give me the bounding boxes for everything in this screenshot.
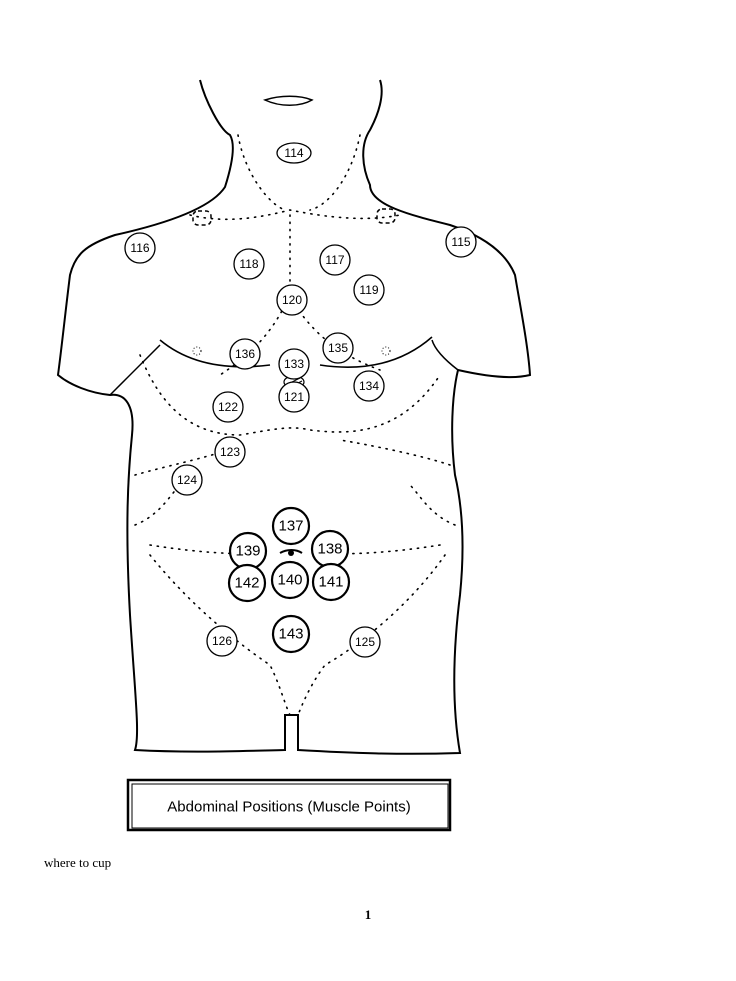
figure-caption: Abdominal Positions (Muscle Points): [167, 799, 410, 816]
point-label: 122: [218, 400, 238, 414]
point-label: 115: [451, 235, 470, 249]
point-circle: [229, 338, 261, 370]
chest-line-left: [159, 339, 271, 368]
muscle-point-115: 115: [445, 226, 477, 258]
muscle-point-117: 117: [319, 244, 351, 276]
arm-line-left: [109, 344, 161, 396]
abdominal-positions-figure: 114 115 116 117 118 119 120 121 122 123 124 125 126 1…: [40, 75, 548, 840]
muscle-point-138: 138: [310, 529, 350, 569]
muscle-point-122: 122: [212, 391, 244, 423]
point-label: 142: [234, 575, 259, 592]
point-label: 137: [278, 518, 303, 535]
body-text: where to cup: [44, 855, 112, 870]
point-circle: [271, 614, 311, 654]
muscle-point-123: 123: [214, 436, 246, 468]
point-circle: [278, 381, 310, 413]
point-label: 138: [317, 541, 342, 558]
point-label: 119: [359, 283, 378, 297]
shoulder-mark-left: [192, 210, 212, 226]
muscle-point-125: 125: [349, 626, 381, 658]
point-label: 135: [328, 341, 348, 355]
nipple-right: [381, 346, 391, 356]
point-circle: [214, 436, 246, 468]
point-label: 121: [284, 390, 304, 404]
point-circle: [233, 248, 265, 280]
point-circle: [353, 370, 385, 402]
muscle-point-116: 116: [124, 232, 156, 264]
point-circle: [206, 625, 238, 657]
point-label: 136: [235, 347, 255, 361]
point-circle: [276, 284, 308, 316]
point-label: 118: [239, 257, 258, 271]
muscle-point-118: 118: [233, 248, 265, 280]
point-label: 126: [212, 634, 232, 648]
point-circle: [311, 562, 351, 602]
point-label: 116: [130, 241, 149, 255]
navel: [279, 549, 303, 554]
point-label: 133: [284, 357, 304, 371]
muscle-point-139: 139: [228, 531, 268, 571]
muscle-point-136: 136: [229, 338, 261, 370]
point-label: 123: [220, 445, 240, 459]
muscle-point-140: 140: [270, 560, 310, 600]
mouth: [262, 95, 314, 106]
point-circle: [322, 332, 354, 364]
page-number: 1: [364, 907, 372, 922]
torso-outline: [56, 79, 532, 755]
point-label: 124: [177, 473, 197, 487]
muscle-point-142: 142: [227, 563, 267, 603]
muscle-point-119: 119: [353, 274, 385, 306]
point-label: 140: [277, 572, 302, 589]
muscle-point-143: 143: [271, 614, 311, 654]
muscle-points: 114 115 116 117 118 119 120 121 122 123 124 125 126 1…: [124, 142, 477, 658]
point-circle: [271, 506, 311, 546]
muscle-point-126: 126: [206, 625, 238, 657]
point-circle: [171, 464, 203, 496]
muscle-point-141: 141: [311, 562, 351, 602]
point-circle: [319, 244, 351, 276]
point-label: 141: [318, 574, 343, 591]
point-label: 117: [325, 253, 344, 267]
point-circle: [445, 226, 477, 258]
point-circle: [212, 391, 244, 423]
point-circle: [349, 626, 381, 658]
muscle-point-133: 133: [278, 348, 310, 380]
point-circle: [276, 142, 312, 164]
muscle-point-124: 124: [171, 464, 203, 496]
muscle-point-134: 134: [353, 370, 385, 402]
muscle-point-137: 137: [271, 506, 311, 546]
point-label: 120: [282, 293, 302, 307]
point-label: 143: [278, 626, 303, 643]
point-circle: [353, 274, 385, 306]
point-circle: [124, 232, 156, 264]
chest-line-right: [319, 336, 433, 368]
shoulder-mark-right: [376, 208, 396, 224]
muscle-point-135: 135: [322, 332, 354, 364]
point-circle: [227, 563, 267, 603]
point-circle: [278, 348, 310, 380]
muscle-point-120: 120: [276, 284, 308, 316]
nipple-left: [192, 346, 202, 356]
point-label: 114: [284, 146, 303, 160]
muscle-point-121: 121: [278, 381, 310, 413]
point-label: 134: [359, 379, 379, 393]
point-label: 125: [355, 635, 375, 649]
point-label: 139: [235, 543, 260, 560]
caption-box: Abdominal Positions (Muscle Points): [126, 778, 452, 832]
point-circle: [270, 560, 310, 600]
muscle-point-114: 114: [276, 142, 312, 164]
arm-line-right: [431, 339, 459, 371]
